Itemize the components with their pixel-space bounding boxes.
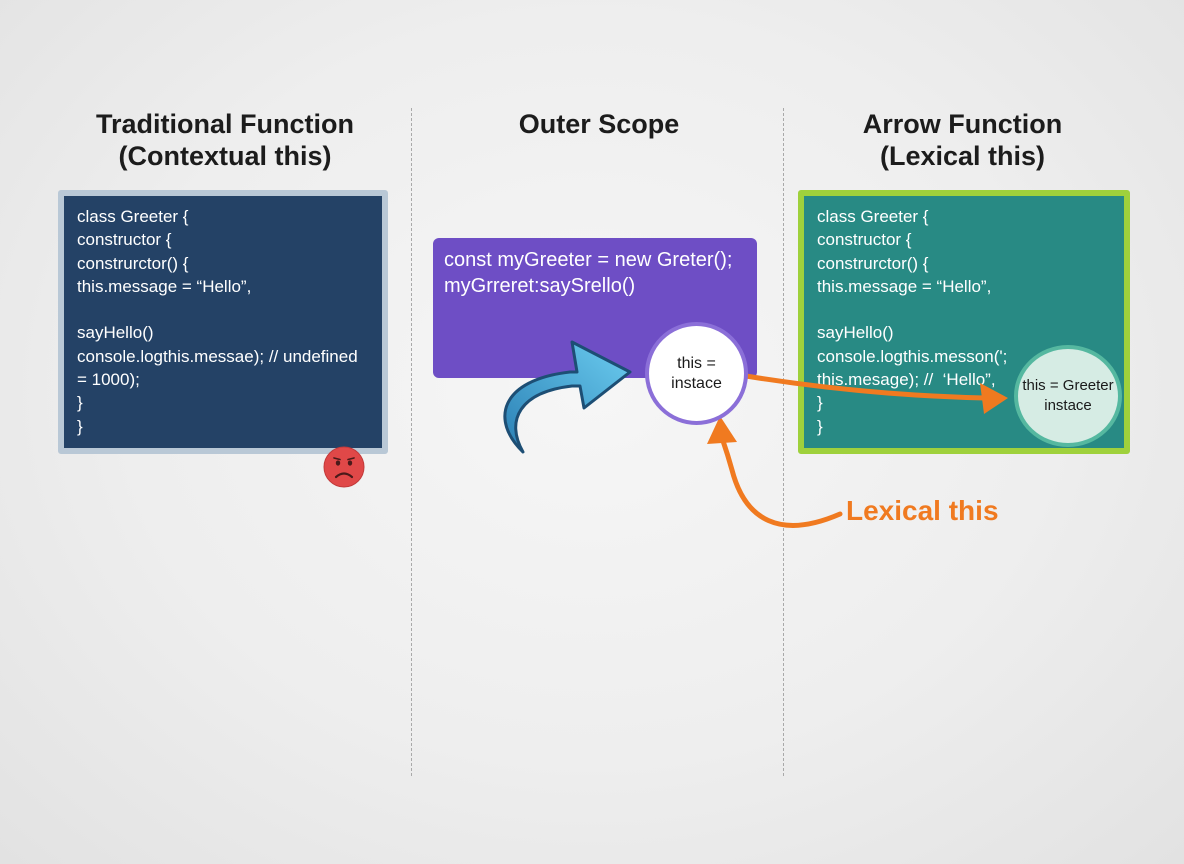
code-line: this.message = “Hello”, <box>77 276 252 296</box>
traditional-title-line2: (Contextual this) <box>118 141 332 171</box>
code-line: } <box>77 416 83 436</box>
outer-scope-title: Outer Scope <box>440 108 758 140</box>
lexical-this-pointer-arrow <box>707 416 843 528</box>
arrow-function-title: Arrow Function (Lexical this) <box>810 108 1115 172</box>
code-line: } <box>817 416 823 436</box>
code-line: constructor { <box>77 230 172 250</box>
code-line: construrctor() { <box>77 253 189 273</box>
lexical-this-label: Lexical this <box>846 495 999 526</box>
sad-face-icon <box>323 446 365 488</box>
traditional-function-title: Traditional Function (Contextual this) <box>70 108 380 172</box>
circle-line2: instace <box>671 374 722 392</box>
arrow-title-line1: Arrow Function <box>862 109 1063 139</box>
circle-line1: this = <box>677 354 716 372</box>
code-line: class Greeter { <box>817 207 929 226</box>
code-line: = 1000); <box>77 370 140 390</box>
code-line: constructor { <box>817 230 912 250</box>
curved-blue-arrow-icon <box>503 340 632 454</box>
traditional-code-box: class Greeter { constructor { construrct… <box>58 190 388 454</box>
arrow-title-line2: (Lexical this) <box>879 141 1046 171</box>
outer-title: Outer Scope <box>518 109 680 139</box>
column-divider-right <box>783 108 784 776</box>
circle-line2: instace <box>1044 397 1092 414</box>
this-greeter-instance-circle: this = Greeter instace <box>1014 345 1122 447</box>
code-line: construrctor() { <box>817 253 929 273</box>
code-line: const myGreeter = new Greter(); <box>444 249 733 271</box>
code-line: sayHello() <box>817 323 894 343</box>
column-divider-left <box>411 108 412 776</box>
code-line: } <box>77 393 83 413</box>
traditional-title-line1: Traditional Function <box>96 109 354 139</box>
code-line: console.logthis.messae); // undefined <box>77 346 358 366</box>
code-line: } <box>817 393 823 413</box>
circle-line1: this = Greeter <box>1022 377 1114 394</box>
code-line: class Greeter { <box>77 207 189 226</box>
code-line: this.message = “Hello”, <box>817 276 992 296</box>
this-instance-circle: this = instace <box>645 322 748 425</box>
code-line: sayHello() <box>77 323 154 343</box>
code-line: console.logthis.messon('; <box>817 346 1008 366</box>
code-line: myGrreret:saySrello() <box>444 275 636 297</box>
lexical-binding-arrow <box>743 373 1008 414</box>
